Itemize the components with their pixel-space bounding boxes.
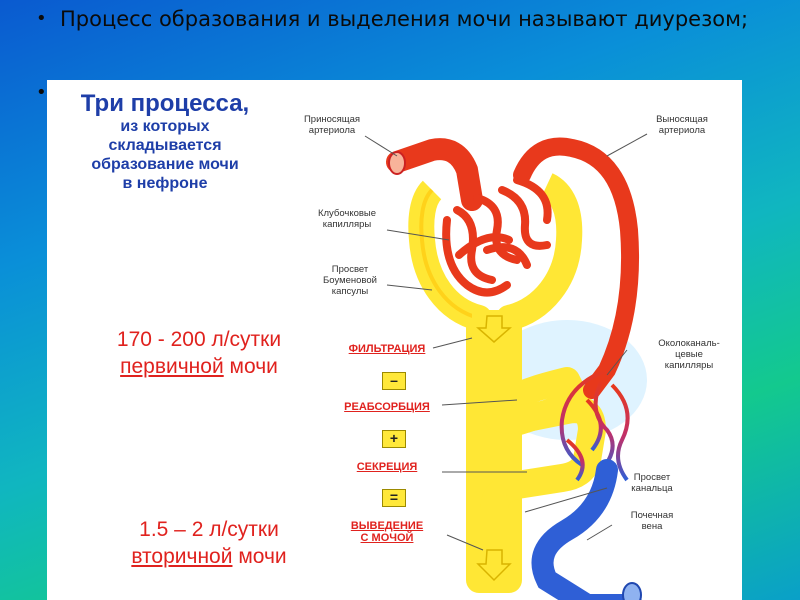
process-excretion-line1: ВЫВЕДЕНИЕ bbox=[350, 520, 424, 532]
process-reabsorption: РЕАБСОРБЦИЯ bbox=[344, 401, 430, 413]
tubule-loop bbox=[480, 380, 607, 590]
label-peritubular-capillaries: Околоканаль- цевые капилляры bbox=[639, 338, 739, 371]
bowman-outline bbox=[419, 188, 480, 320]
diagram-title: Три процесса, из которых складывается об… bbox=[55, 90, 275, 193]
primary-urine-underlined: первичной bbox=[120, 355, 224, 378]
label-vein-line2: вена bbox=[641, 521, 663, 532]
operator-minus: – bbox=[382, 372, 406, 390]
label-tubule-line1: Просвет bbox=[633, 472, 671, 483]
afferent-arteriole bbox=[386, 138, 483, 211]
primary-urine-note: 170 - 200 л/сутки первичной мочи bbox=[89, 326, 309, 380]
bullet-dot-icon: • bbox=[36, 8, 47, 29]
renal-vein bbox=[531, 459, 642, 600]
leader-lines bbox=[364, 133, 648, 551]
label-efferent-arteriole: Выносящая артериола bbox=[637, 114, 727, 136]
bullet-list: • Процесс образования и выделения мочи н… bbox=[30, 6, 790, 32]
secondary-urine-note: 1.5 – 2 л/сутки вторичной мочи bbox=[99, 516, 319, 570]
label-afferent-line2: артериола bbox=[308, 125, 356, 136]
process-secretion: СЕКРЕЦИЯ bbox=[356, 461, 418, 473]
label-vein-line1: Почечная bbox=[630, 510, 674, 521]
nephron-figure: Три процесса, из которых складывается об… bbox=[47, 80, 742, 600]
title-line-5: в нефроне bbox=[122, 175, 208, 192]
process-excretion-line2: С МОЧОЙ bbox=[360, 532, 414, 544]
label-afferent-line1: Приносящая bbox=[303, 114, 361, 125]
label-efferent-line1: Выносящая bbox=[656, 114, 708, 125]
label-glomerular-capillaries: Клубочковые капилляры bbox=[302, 208, 392, 230]
label-bowman-line2: Боуменовой bbox=[323, 275, 377, 286]
nephron-illustration bbox=[364, 133, 648, 600]
glomerular-capillaries bbox=[442, 176, 552, 297]
bullet-text: Процесс образования и выделения мочи наз… bbox=[60, 7, 749, 31]
label-efferent-line2: артериола bbox=[658, 125, 706, 136]
primary-urine-volume: 170 - 200 л/сутки bbox=[116, 328, 282, 351]
efferent-arteriole bbox=[513, 137, 640, 399]
bullet-dot-icon: • bbox=[36, 82, 47, 103]
vein-opening bbox=[622, 582, 642, 600]
secondary-urine-underlined: вторичной bbox=[131, 545, 233, 568]
operator-equals: = bbox=[382, 489, 406, 507]
label-bowman-line3: капсулы bbox=[331, 286, 369, 297]
title-line-1: Три процесса, bbox=[80, 90, 250, 117]
label-glomerular-line2: капилляры bbox=[322, 219, 372, 230]
process-excretion: ВЫВЕДЕНИЕ С МОЧОЙ bbox=[332, 520, 442, 544]
bullet-item: • Процесс образования и выделения мочи н… bbox=[30, 6, 790, 32]
label-peritubular-line1: Околоканаль- bbox=[658, 338, 720, 349]
title-line-4: образование мочи bbox=[91, 156, 239, 173]
afferent-opening bbox=[388, 151, 406, 175]
label-peritubular-line3: капилляры bbox=[664, 360, 714, 371]
operator-plus: + bbox=[382, 430, 406, 448]
title-line-3: складывается bbox=[108, 137, 222, 154]
label-bowman-line1: Просвет bbox=[331, 264, 369, 275]
secondary-urine-volume: 1.5 – 2 л/сутки bbox=[139, 518, 279, 541]
label-tubule-line2: канальца bbox=[631, 483, 673, 494]
secondary-urine-word: мочи bbox=[238, 545, 287, 568]
label-renal-vein: Почечная вена bbox=[607, 510, 697, 532]
label-afferent-arteriole: Приносящая артериола bbox=[287, 114, 377, 136]
label-tubule-lumen: Просвет канальца bbox=[607, 472, 697, 494]
flow-arrows bbox=[476, 315, 512, 582]
primary-urine-word: мочи bbox=[229, 355, 278, 378]
title-line-2: из которых bbox=[120, 118, 210, 135]
label-glomerular-line1: Клубочковые bbox=[317, 208, 377, 219]
process-filtration: ФИЛЬТРАЦИЯ bbox=[348, 343, 426, 355]
label-bowman-capsule: Просвет Боуменовой капсулы bbox=[305, 264, 395, 297]
label-peritubular-line2: цевые bbox=[675, 349, 703, 360]
